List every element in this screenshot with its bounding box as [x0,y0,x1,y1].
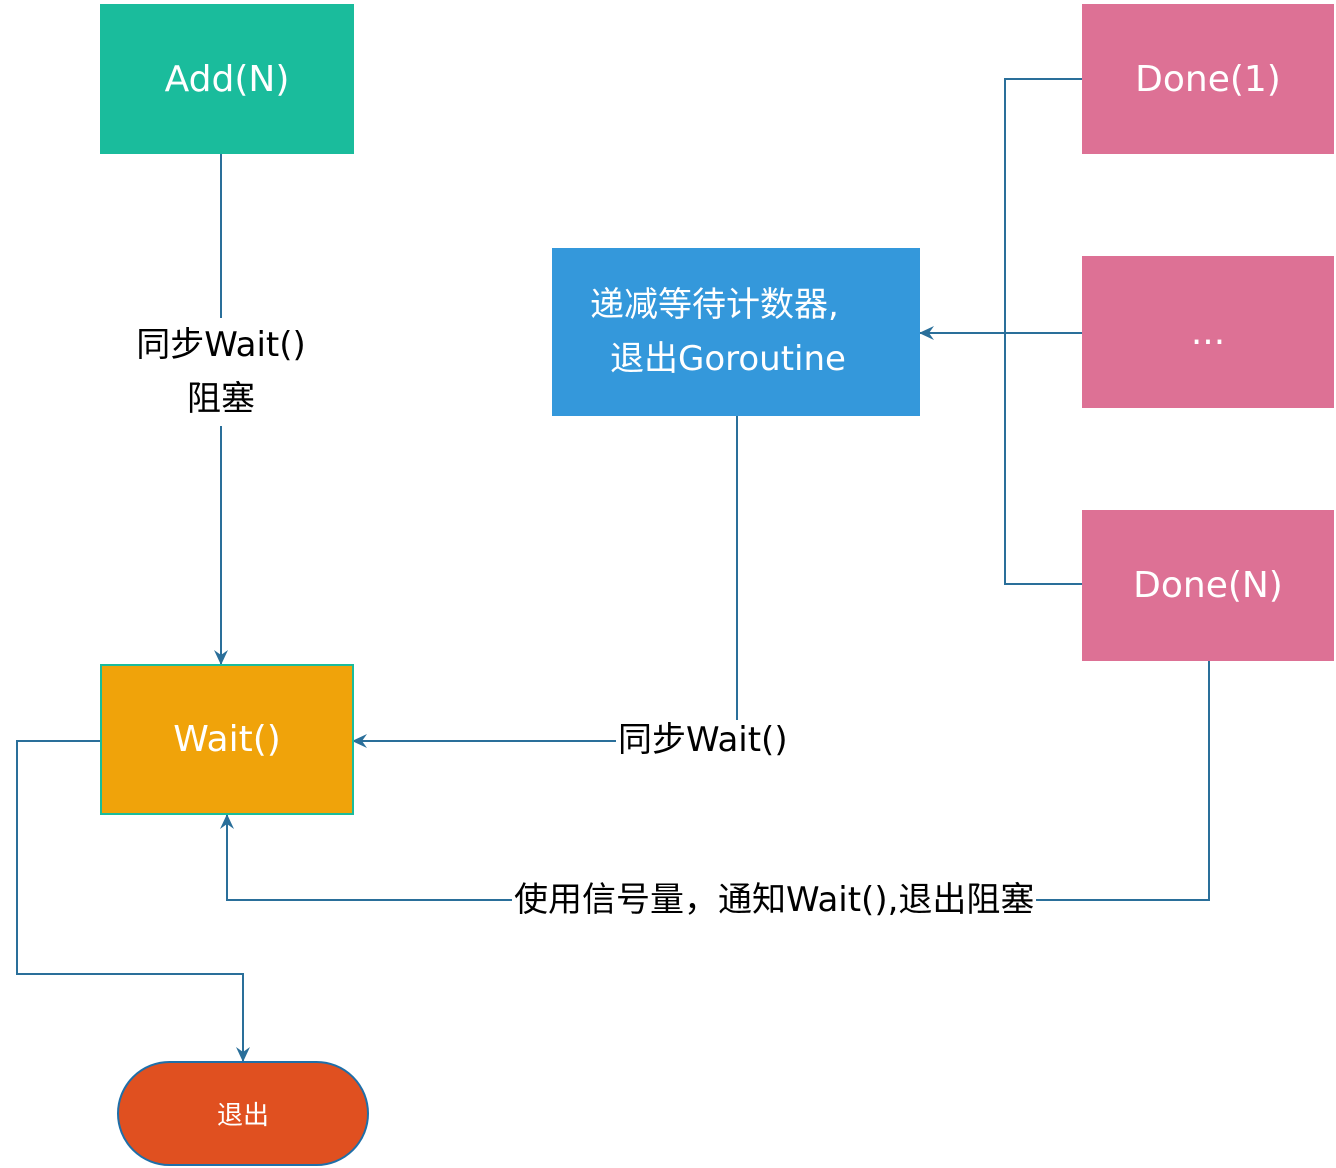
decrement-node-line2: 退出Goroutine [610,339,846,379]
wait-node: Wait() [100,664,354,815]
edge-decrement-to-wait [352,416,738,748]
done-ellipsis-node: ... [1082,256,1334,408]
exit-node-label: 退出 [216,1101,269,1131]
exit-node: 退出 [117,1061,369,1166]
decrement-node-line1: 递减等待计数器, [590,285,839,325]
done-ellipsis-node-label: ... [1190,311,1226,353]
edge-label-add-to-wait: 同步Wait() 阻塞 [121,318,321,426]
edge-label-doneN-to-wait: 使用信号量，通知Wait(),退出阻塞 [512,880,1037,920]
add-node-label: Add(N) [164,58,290,100]
edge-label-decrement-to-wait: 同步Wait() [616,720,790,760]
edge-done1-branch [1004,78,1082,585]
done-n-node-label: Done(N) [1133,565,1283,606]
add-node: Add(N) [100,4,354,154]
edge-label-add-line1: 同步Wait() [136,325,306,365]
done-1-node: Done(1) [1082,4,1334,154]
wait-node-label: Wait() [173,719,281,760]
edge-doneN-to-wait [220,661,1210,901]
edge-label-add-line2: 阻塞 [187,379,255,419]
done-1-node-label: Done(1) [1135,58,1281,100]
done-n-node: Done(N) [1082,510,1334,661]
decrement-node: 递减等待计数器, 退出Goroutine [552,248,920,416]
edge-wait-to-exit [16,740,250,1062]
